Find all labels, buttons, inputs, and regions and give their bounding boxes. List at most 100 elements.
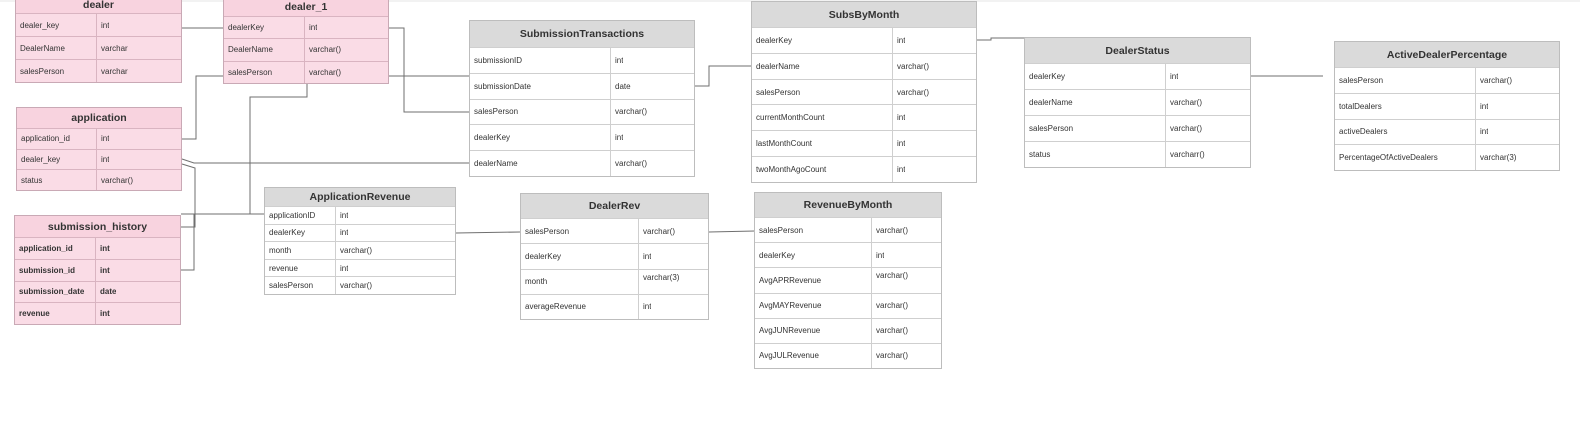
table-row[interactable]: AvgMAYRevenue varchar(): [755, 293, 941, 319]
column-type: int: [100, 309, 110, 319]
table-row[interactable]: submissionDate date: [470, 73, 694, 100]
table-row[interactable]: salesPerson varchar(): [470, 99, 694, 126]
column-type: varchar(): [876, 225, 909, 235]
column-type: int: [100, 265, 110, 275]
column-name: salesPerson: [521, 219, 639, 244]
table-row[interactable]: dealerKey int: [521, 244, 708, 270]
table-row[interactable]: salesPerson varchar(): [1335, 68, 1559, 94]
column-type: varchar(): [876, 271, 909, 281]
connector-dealer-1-to-submission-transactions: [389, 27, 469, 113]
table-row[interactable]: status varcharr(): [1025, 142, 1250, 167]
connector-application-revenue-to-dealer-rev: [455, 231, 521, 234]
column-type: int: [643, 302, 652, 312]
table-row[interactable]: dealerKey int: [755, 243, 941, 269]
column-name: revenue: [265, 259, 336, 277]
table-revenue-by-month[interactable]: RevenueByMonth salesPerson varchar() dea…: [754, 192, 942, 369]
table-row[interactable]: DealerName varchar: [16, 37, 181, 60]
table-row[interactable]: salesPerson varchar(): [1025, 116, 1250, 142]
table-title: SubmissionTransactions: [470, 21, 694, 48]
table-row[interactable]: application_id int: [15, 238, 180, 260]
table-row[interactable]: totalDealers int: [1335, 93, 1559, 120]
table-row[interactable]: application_id int: [17, 129, 181, 150]
table-application[interactable]: application application_id int dealer_ke…: [16, 107, 182, 191]
table-row[interactable]: DealerName varchar(): [224, 39, 388, 62]
column-name: averageRevenue: [521, 294, 639, 319]
column-type: date: [100, 287, 117, 297]
table-row[interactable]: dealerKey int: [224, 17, 388, 40]
column-name: dealerKey: [755, 243, 872, 268]
column-type: int: [643, 251, 652, 261]
table-row[interactable]: dealer_key int: [16, 14, 181, 37]
table-row[interactable]: dealerKey int: [1025, 64, 1250, 90]
table-row[interactable]: salesPerson varchar(): [224, 61, 388, 83]
column-type: varchar(): [1480, 75, 1513, 85]
table-row[interactable]: submission_date date: [15, 281, 180, 304]
table-row[interactable]: submissionID int: [470, 48, 694, 74]
table-dealer-status[interactable]: DealerStatus dealerKey int dealerName va…: [1024, 37, 1251, 168]
table-row[interactable]: salesPerson varchar(): [752, 79, 976, 106]
column-type: varchar(): [876, 326, 909, 336]
column-name: application_id: [15, 238, 96, 259]
column-name: dealer_key: [17, 149, 97, 170]
column-name: PercentageOfActiveDealers: [1335, 145, 1476, 170]
table-row[interactable]: AvgJULRevenue varchar(): [755, 343, 941, 369]
column-type: varchar: [101, 66, 128, 76]
table-row[interactable]: lastMonthCount int: [752, 131, 976, 158]
column-type: varchar(): [615, 159, 648, 169]
table-row[interactable]: dealer_key int: [17, 149, 181, 171]
column-type: int: [897, 165, 906, 175]
column-name: salesPerson: [224, 61, 305, 83]
table-row[interactable]: revenue int: [265, 259, 455, 278]
column-type: int: [309, 23, 318, 33]
table-active-dealer-percentage[interactable]: ActiveDealerPercentage salesPerson varch…: [1334, 41, 1560, 171]
table-row[interactable]: revenue int: [15, 303, 180, 324]
table-row[interactable]: dealerKey int: [470, 125, 694, 152]
table-dealer[interactable]: dealer dealer_key int DealerName varchar…: [15, 0, 182, 83]
table-row[interactable]: AvgJUNRevenue varchar(): [755, 318, 941, 344]
table-row[interactable]: PercentageOfActiveDealers varchar(3): [1335, 145, 1559, 170]
column-name: salesPerson: [470, 99, 611, 125]
column-type: int: [876, 250, 885, 260]
column-type: int: [1170, 72, 1179, 81]
table-submission-transactions[interactable]: SubmissionTransactions submissionID int …: [469, 20, 695, 177]
table-row[interactable]: twoMonthAgoCount int: [752, 157, 976, 182]
table-row[interactable]: currentMonthCount int: [752, 105, 976, 132]
table-row[interactable]: AvgAPRRevenue varchar(): [755, 268, 941, 294]
connector-submission-history-loop: [181, 214, 195, 271]
column-name: lastMonthCount: [752, 131, 893, 157]
table-subs-by-month[interactable]: SubsByMonth dealerKey int dealerName var…: [751, 1, 977, 183]
column-type: int: [101, 155, 110, 164]
table-title: SubsByMonth: [752, 2, 976, 28]
table-dealer-rev[interactable]: DealerRev salesPerson varchar() dealerKe…: [520, 193, 709, 320]
table-row[interactable]: salesPerson varchar(): [521, 219, 708, 245]
table-submission-history[interactable]: submission_history application_id int su…: [14, 215, 181, 325]
column-name: DealerName: [224, 39, 305, 61]
table-row[interactable]: dealerName varchar(): [470, 151, 694, 176]
column-name: AvgMAYRevenue: [755, 293, 872, 318]
table-row[interactable]: status varchar(): [17, 170, 181, 191]
table-row[interactable]: averageRevenue int: [521, 294, 708, 319]
table-row[interactable]: salesPerson varchar(): [265, 277, 455, 294]
column-type: int: [1480, 101, 1489, 111]
table-row[interactable]: salesPerson varchar(): [755, 218, 941, 244]
table-row[interactable]: activeDealers int: [1335, 119, 1559, 146]
table-row[interactable]: dealerName varchar(): [752, 53, 976, 80]
table-row[interactable]: submission_id int: [15, 259, 180, 282]
table-dealer-1[interactable]: dealer_1 dealerKey int DealerName varcha…: [223, 0, 389, 84]
table-row[interactable]: salesPerson varchar: [16, 60, 181, 82]
table-row[interactable]: applicationID int: [265, 207, 455, 225]
column-name: submissionDate: [470, 73, 611, 99]
table-title: dealer_1: [224, 0, 388, 17]
connector-application-to-transactions-dealer-name: [181, 158, 469, 164]
column-name: dealerKey: [470, 125, 611, 151]
table-title: DealerRev: [521, 194, 708, 219]
table-row[interactable]: dealerName varchar(): [1025, 90, 1250, 116]
table-row[interactable]: dealerKey int: [265, 224, 455, 243]
column-type: varchar(): [309, 45, 342, 55]
table-row[interactable]: month varchar(): [265, 242, 455, 260]
table-application-revenue[interactable]: ApplicationRevenue applicationID int dea…: [264, 187, 456, 295]
column-type: int: [101, 20, 110, 30]
table-row[interactable]: dealerKey int: [752, 28, 976, 54]
column-name: salesPerson: [755, 218, 872, 243]
table-row[interactable]: month varchar(3): [521, 269, 708, 295]
